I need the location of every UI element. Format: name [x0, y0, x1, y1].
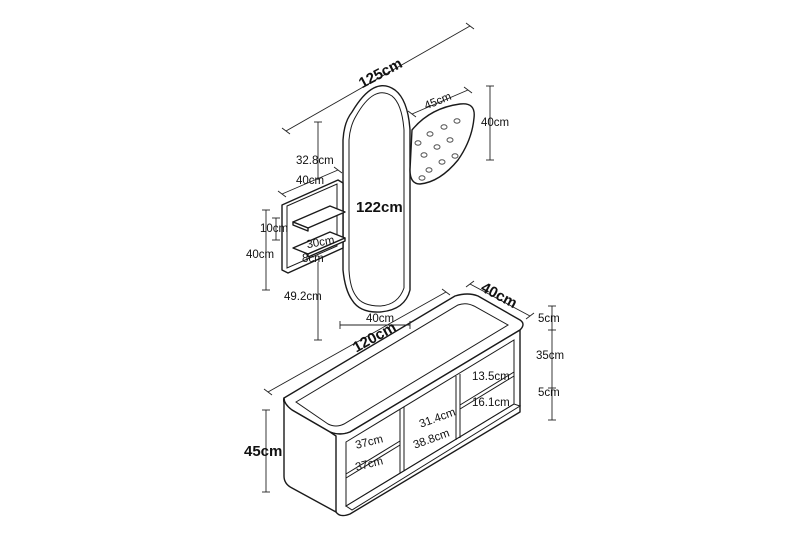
coat-rack	[409, 103, 475, 185]
shelf-unit-height-label: 40cm	[246, 249, 274, 261]
mirror-width-label: 40cm	[366, 313, 394, 325]
mirror-height-label: 122cm	[356, 199, 403, 216]
bench-height-label: 45cm	[244, 443, 282, 460]
labels: 125cm 122cm 45cm 40cm 32.8cm 40cm 10cm 4…	[244, 55, 564, 474]
shelf-unit	[281, 179, 346, 274]
shelf-depth-label: 8cm	[302, 253, 324, 265]
coat-hooks	[414, 118, 461, 181]
mirror-bottom-offset-label: 49.2cm	[284, 291, 322, 303]
coat-rack-height-label: 40cm	[481, 117, 509, 129]
dimension-lines	[262, 22, 556, 493]
bench	[282, 293, 524, 517]
mirror-top-offset-label: 32.8cm	[296, 155, 334, 167]
lower-compartment-label: 16.1cm	[472, 397, 510, 409]
top-rim-label: 5cm	[538, 313, 560, 325]
upper-compartment-label: 13.5cm	[472, 371, 510, 383]
bench-base-label: 5cm	[538, 387, 560, 399]
shelf-gap-label: 10cm	[260, 223, 288, 235]
shelf-width-label: 30cm	[306, 235, 336, 252]
shelf-unit-width-label: 40cm	[296, 175, 324, 187]
bench-body-label: 35cm	[536, 350, 564, 362]
